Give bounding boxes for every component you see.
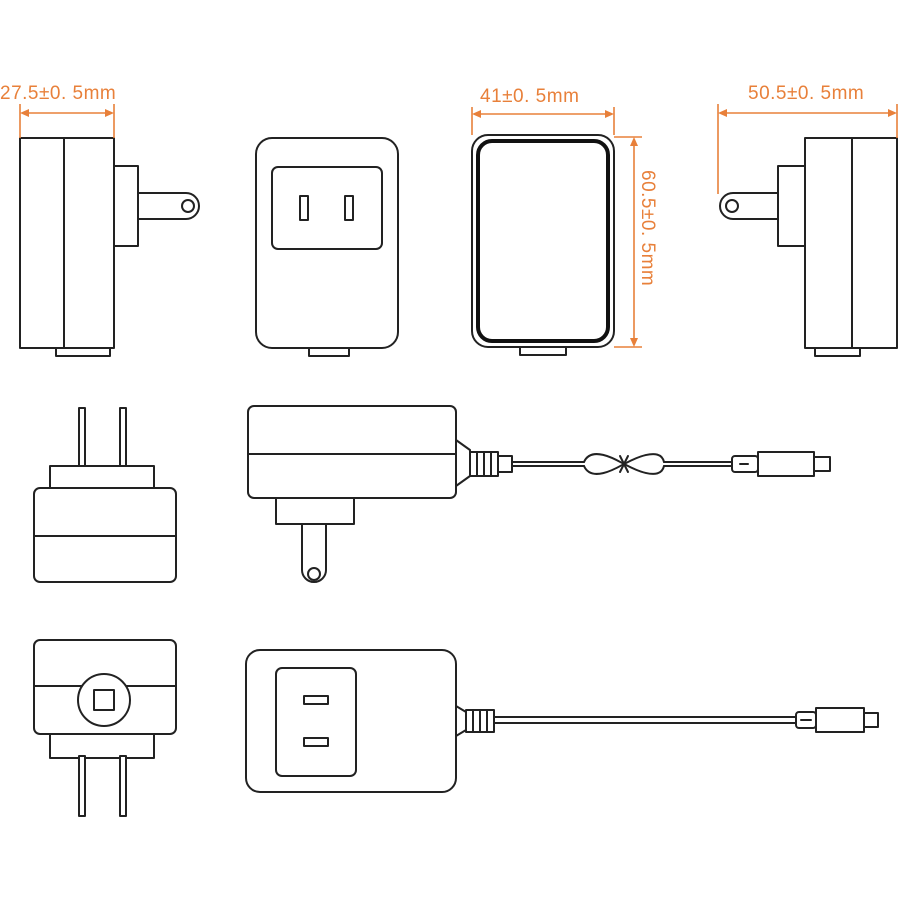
front-view-cable [245,649,879,793]
back-view [471,134,615,356]
dimension-width: 41±0. 5mm [471,86,615,135]
dimension-depth-label: 27.5±0. 5mm [0,83,116,104]
dimension-height-label: 60.5±0. 5mm [637,170,658,286]
dimension-width-side: 50.5±0. 5mm [717,83,898,194]
end-view-prongs-down [33,639,177,817]
dimension-width-side-label: 50.5±0. 5mm [748,83,864,104]
dimension-depth: 27.5±0. 5mm [0,83,116,138]
dimension-width-label: 41±0. 5mm [480,86,579,107]
front-view-outlet [255,137,399,357]
end-view-prongs-up [33,407,177,583]
side-view-cable [247,405,831,583]
dimension-height: 60.5±0. 5mm [614,136,658,348]
side-view-right [719,137,898,357]
side-view-left [19,137,200,357]
